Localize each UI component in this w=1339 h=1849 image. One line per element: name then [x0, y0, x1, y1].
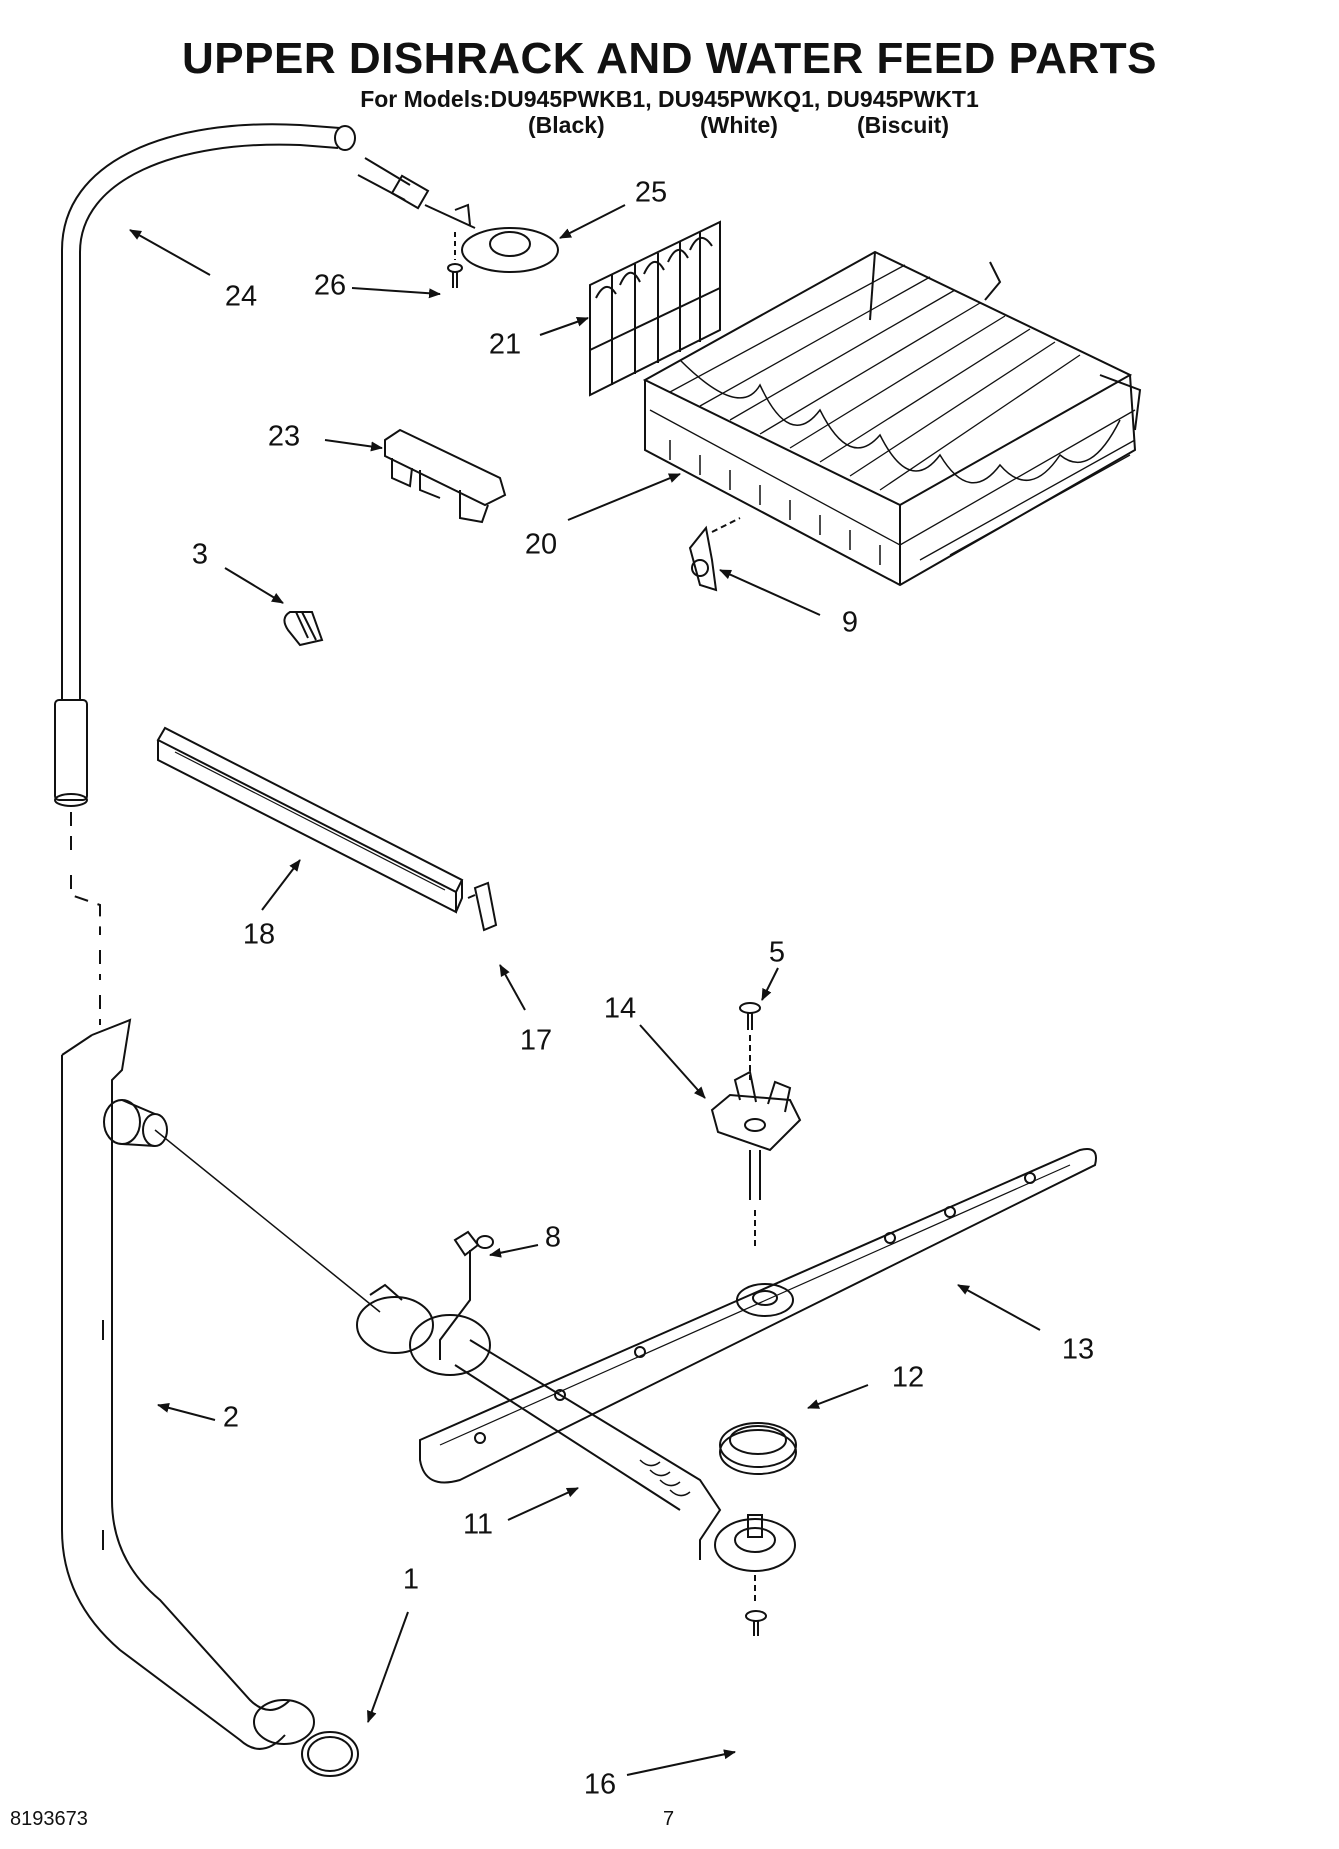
leader-21	[539, 316, 589, 336]
screw-26	[447, 232, 463, 288]
upper-dishrack	[642, 250, 1142, 587]
leader-18	[261, 859, 301, 911]
leader-3	[224, 567, 284, 604]
rack-stop-clip	[384, 428, 507, 524]
callout-16: 16	[583, 1768, 617, 1801]
callout-1: 1	[402, 1563, 420, 1596]
cup-shelf	[589, 220, 721, 397]
callout-5: 5	[768, 936, 786, 969]
callout-14: 14	[603, 992, 637, 1025]
callout-13: 13	[1061, 1333, 1095, 1366]
callout-11: 11	[462, 1508, 494, 1541]
models-line: For Models:DU945PWKB1, DU945PWKQ1, DU945…	[360, 86, 979, 112]
callout-3: 3	[191, 538, 209, 571]
screw-5	[739, 1002, 761, 1080]
callout-12: 12	[891, 1361, 925, 1394]
rack-rail	[156, 726, 464, 914]
leader-20	[567, 473, 681, 521]
o-ring	[301, 1731, 359, 1777]
screw-16	[745, 1610, 767, 1636]
callout-25: 25	[634, 176, 668, 209]
page-title: UPPER DISHRACK AND WATER FEED PARTS	[182, 34, 1157, 83]
rack-roller	[688, 517, 741, 592]
callout-24: 24	[224, 280, 258, 313]
water-feed-tube	[54, 123, 356, 1025]
leader-23	[324, 439, 383, 452]
callout-2: 2	[222, 1401, 240, 1434]
lower-supply-tube	[61, 1018, 381, 1750]
page-number: 7	[663, 1808, 675, 1830]
finish-label-biscuit: (Biscuit)	[857, 112, 949, 138]
finish-label-black: (Black)	[528, 112, 605, 138]
callout-23: 23	[267, 420, 301, 453]
callout-26: 26	[313, 269, 347, 302]
clip-part-3	[283, 611, 324, 647]
callout-21: 21	[488, 328, 522, 361]
callout-9: 9	[841, 606, 859, 639]
rail-stop	[467, 881, 498, 932]
leader-1	[367, 1611, 409, 1723]
leader-14	[639, 1024, 706, 1099]
feed-connector	[357, 157, 559, 273]
callout-leaders	[129, 204, 1041, 1776]
document-number: 8193673	[10, 1808, 88, 1830]
bracket-8	[439, 1230, 494, 1360]
seal-ring	[719, 1422, 797, 1475]
callout-8: 8	[544, 1221, 562, 1254]
leader-2	[157, 1402, 216, 1421]
leader-8	[489, 1244, 539, 1258]
leader-12	[807, 1384, 869, 1409]
callout-18: 18	[242, 918, 276, 951]
leader-26	[351, 287, 441, 299]
callout-20: 20	[524, 528, 558, 561]
leader-9	[719, 569, 821, 616]
spray-arm-mount	[710, 1070, 802, 1250]
leader-16	[626, 1749, 736, 1776]
leader-5	[761, 967, 779, 1001]
leader-17	[499, 964, 526, 1011]
leader-24	[129, 229, 211, 276]
hub-ring	[356, 1283, 491, 1376]
middle-spray-arm	[419, 1148, 1097, 1484]
leader-25	[559, 204, 626, 239]
finish-label-white: (White)	[700, 112, 778, 138]
leader-13	[957, 1284, 1041, 1331]
callout-17: 17	[519, 1024, 553, 1057]
spray-arm-supply-tube	[454, 1339, 796, 1605]
leader-11	[507, 1487, 579, 1521]
